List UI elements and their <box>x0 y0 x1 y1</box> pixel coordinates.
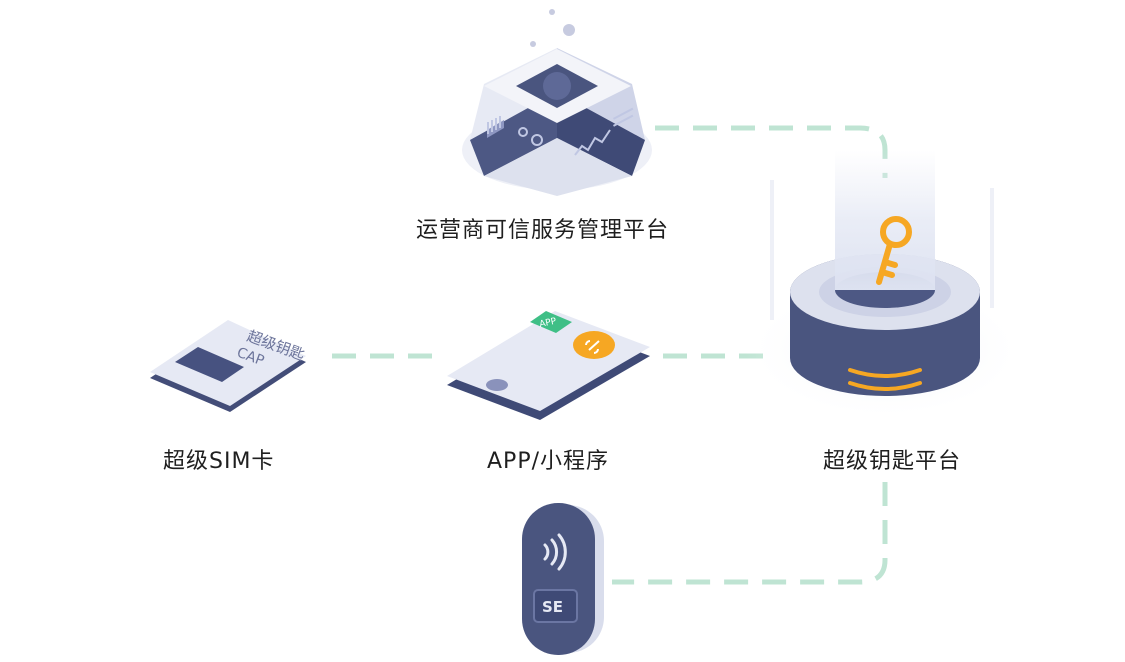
app-miniprogram-label: APP/小程序 <box>487 449 609 474</box>
super-key-platform-label: 超级钥匙平台 <box>823 449 962 474</box>
app-badge: APP <box>530 311 572 333</box>
operator-platform-label: 运营商可信服务管理平台 <box>416 218 670 243</box>
connector-operator-platform <box>655 125 888 178</box>
se-chip-text: SE <box>542 598 563 616</box>
sim-card-icon: 超级钥匙 CAP <box>150 320 307 412</box>
super-sim-label: 超级SIM卡 <box>163 449 275 474</box>
app-badge-text: APP <box>539 316 558 329</box>
connector-platform-se <box>612 482 888 585</box>
key-platform-icon <box>745 150 1025 420</box>
nfc-icon <box>543 533 567 571</box>
key-icon <box>876 216 912 285</box>
se-chip-icon: SE <box>522 503 604 655</box>
server-icon <box>462 9 652 196</box>
phone-app-icon: APP <box>447 311 650 420</box>
